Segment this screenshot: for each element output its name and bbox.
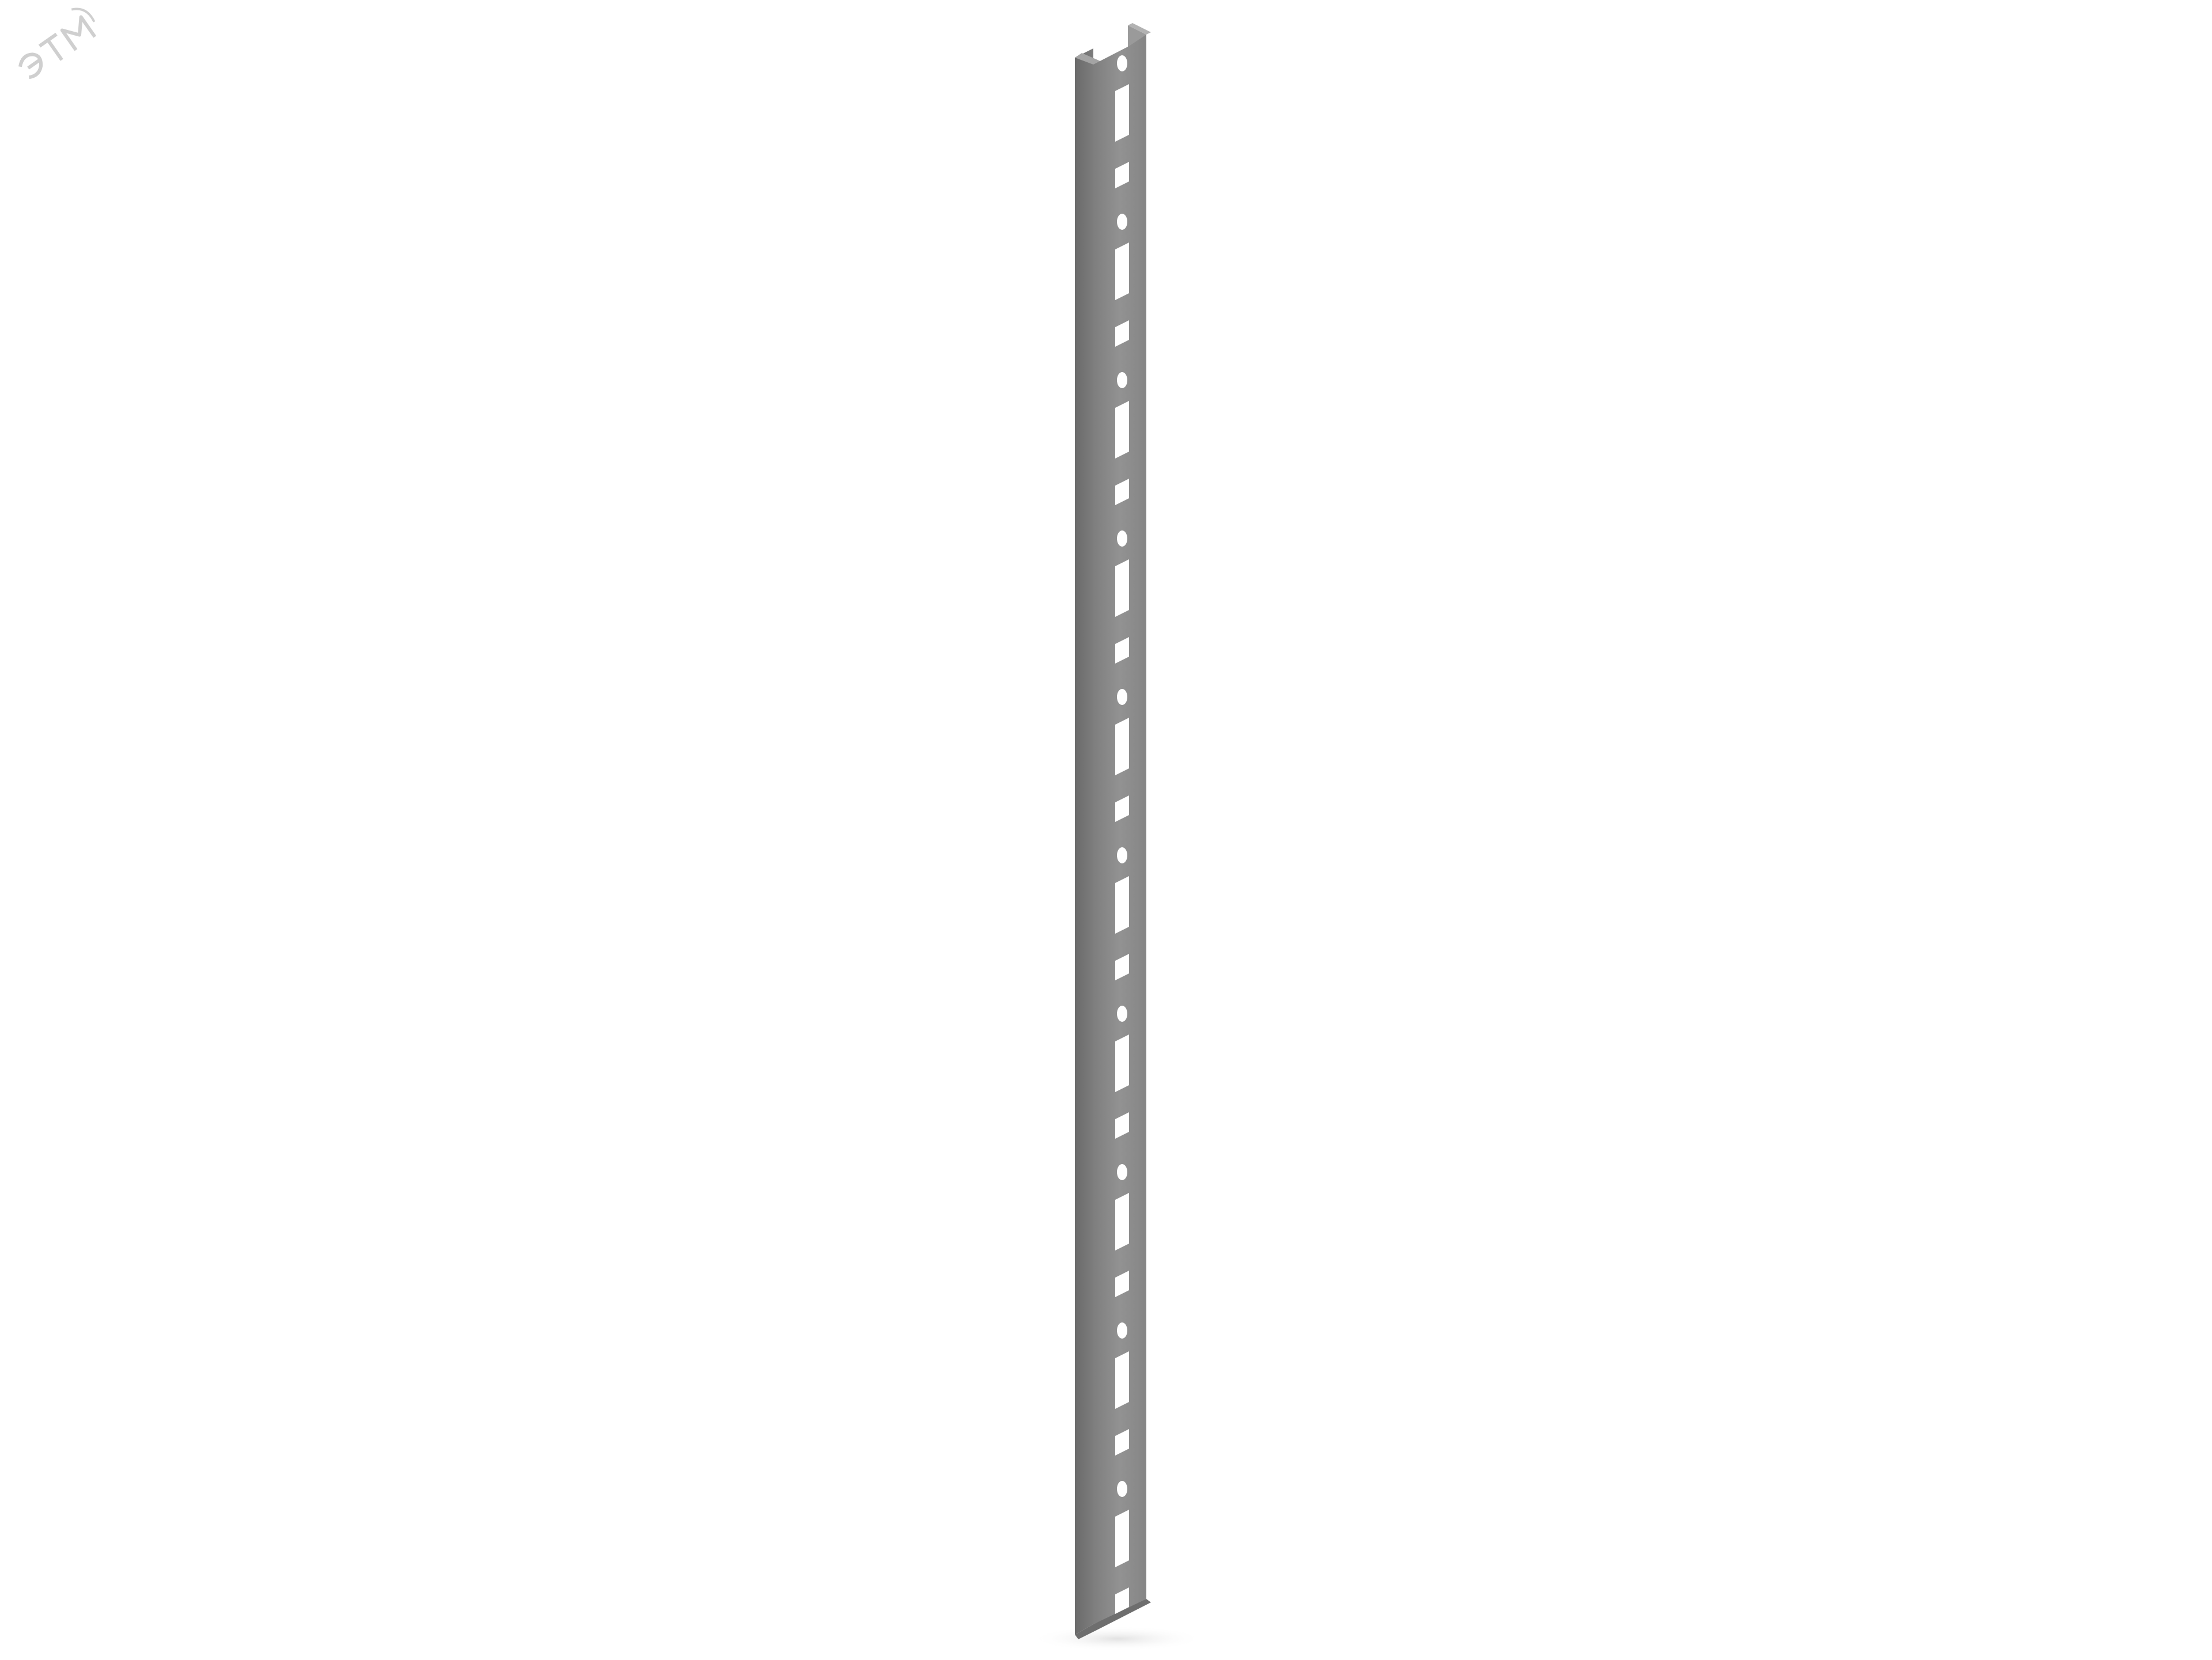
long-slot-hole bbox=[1115, 84, 1129, 142]
square-hole bbox=[1115, 479, 1129, 505]
long-slot-hole bbox=[1115, 1034, 1129, 1092]
round-hole bbox=[1117, 372, 1127, 388]
rail-front-web bbox=[1093, 35, 1146, 1624]
square-hole bbox=[1115, 637, 1129, 664]
long-slot-hole bbox=[1115, 1351, 1129, 1409]
long-slot-hole bbox=[1115, 876, 1129, 934]
round-hole bbox=[1117, 1322, 1127, 1339]
round-hole bbox=[1117, 1006, 1127, 1022]
square-hole bbox=[1115, 1271, 1129, 1297]
square-hole bbox=[1115, 1429, 1129, 1456]
round-hole bbox=[1117, 1164, 1127, 1180]
square-hole bbox=[1115, 1112, 1129, 1139]
round-hole bbox=[1117, 847, 1127, 863]
long-slot-hole bbox=[1115, 401, 1129, 458]
etm-watermark-logo bbox=[18, 7, 97, 79]
round-hole bbox=[1117, 530, 1127, 547]
round-hole bbox=[1117, 1481, 1127, 1497]
round-hole bbox=[1117, 689, 1127, 705]
perforation-holes bbox=[1115, 55, 1129, 1614]
long-slot-hole bbox=[1115, 718, 1129, 775]
square-hole bbox=[1115, 795, 1129, 822]
round-hole bbox=[1117, 214, 1127, 230]
long-slot-hole bbox=[1115, 559, 1129, 617]
long-slot-hole bbox=[1115, 1510, 1129, 1567]
long-slot-hole bbox=[1115, 242, 1129, 300]
square-hole bbox=[1115, 162, 1129, 188]
long-slot-hole bbox=[1115, 1193, 1129, 1250]
round-hole bbox=[1117, 55, 1127, 71]
square-hole bbox=[1115, 954, 1129, 980]
rail-left-flange bbox=[1075, 48, 1093, 1635]
rail-top-right-cap bbox=[1128, 23, 1151, 35]
ground-shadow bbox=[1031, 1626, 1204, 1651]
rail-bottom-edge bbox=[1075, 1599, 1151, 1639]
square-hole bbox=[1115, 320, 1129, 347]
square-hole bbox=[1115, 1587, 1129, 1614]
